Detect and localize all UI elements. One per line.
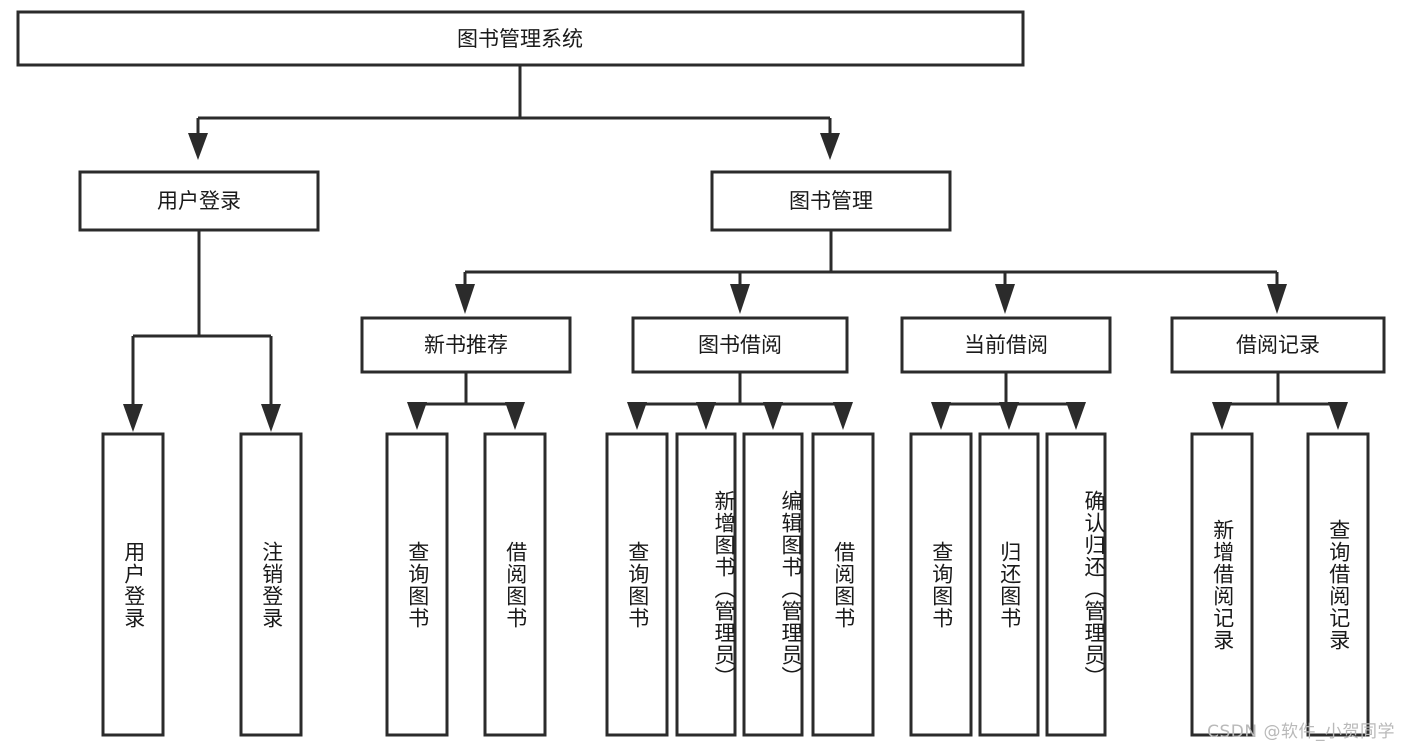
arrow-head-current-borrow: [995, 284, 1015, 314]
arrow-head-to-book-manage: [820, 133, 840, 160]
leaf-query-book-1-box[interactable]: [385, 432, 449, 737]
node-borrow-record-box[interactable]: [1170, 316, 1386, 374]
leaf-confirm-return-box[interactable]: [1045, 432, 1107, 737]
leaf-borrow-book-2-box[interactable]: [811, 432, 875, 737]
leaf-user-login-box[interactable]: [101, 432, 165, 737]
node-new-book-recommend-box[interactable]: [360, 316, 572, 374]
arrow-head-book-borrow: [730, 284, 750, 314]
node-borrow-record[interactable]: 借阅记录: [1170, 316, 1386, 374]
leaf-borrow-book-1-box[interactable]: [483, 432, 547, 737]
node-book-manage-box[interactable]: [710, 170, 952, 232]
leaf-query-record-box[interactable]: [1306, 432, 1370, 737]
leaf-add-record-box[interactable]: [1190, 432, 1254, 737]
node-root-label: 图书管理系统: [457, 27, 583, 51]
node-new-book-recommend-label: 新书推荐: [424, 333, 508, 357]
arrow-head-leaf-query-record: [1328, 402, 1348, 430]
node-current-borrow-box[interactable]: [900, 316, 1112, 374]
arrow-head-leaf-add-book: [696, 402, 716, 430]
node-user-login-label: 用户登录: [157, 189, 241, 213]
arrow-head-leaf-edit-book: [763, 402, 783, 430]
leaf-logout-box[interactable]: [239, 432, 303, 737]
node-book-borrow-box[interactable]: [631, 316, 849, 374]
leaf-edit-book-box[interactable]: [742, 432, 804, 737]
node-book-borrow[interactable]: 图书借阅: [631, 316, 849, 374]
leaf-query-book-2-box[interactable]: [605, 432, 669, 737]
arrow-head-to-user-login: [188, 133, 208, 160]
arrow-head-leaf-query-book-1: [407, 402, 427, 430]
node-borrow-record-label: 借阅记录: [1236, 333, 1320, 357]
node-user-login[interactable]: 用户登录: [78, 170, 320, 232]
leaf-return-book-box[interactable]: [978, 432, 1040, 737]
node-root-box[interactable]: [16, 10, 1025, 67]
csdn-watermark: CSDN @软件_小贺同学: [1207, 722, 1395, 742]
arrow-head-leaf-borrow-book-1: [505, 402, 525, 430]
node-book-manage[interactable]: 图书管理: [710, 170, 952, 232]
node-new-book-recommend[interactable]: 新书推荐: [360, 316, 572, 374]
node-current-borrow-label: 当前借阅: [964, 333, 1048, 357]
node-book-manage-label: 图书管理: [789, 189, 873, 213]
arrow-head-leaf-logout: [261, 404, 281, 432]
node-book-borrow-label: 图书借阅: [698, 333, 782, 357]
arrow-head-new-book-recommend: [455, 284, 475, 314]
arrow-head-leaf-user-login: [123, 404, 143, 432]
arrow-head-leaf-add-record: [1212, 402, 1232, 430]
node-root[interactable]: 图书管理系统: [16, 10, 1025, 67]
arrow-head-borrow-record: [1267, 284, 1287, 314]
leaf-add-book-box[interactable]: [675, 432, 737, 737]
node-current-borrow[interactable]: 当前借阅: [900, 316, 1112, 374]
arrow-head-leaf-confirm-return: [1066, 402, 1086, 430]
arrow-head-leaf-query-book-3: [931, 402, 951, 430]
arrow-head-leaf-borrow-book-2: [833, 402, 853, 430]
arrow-head-leaf-query-book-2: [627, 402, 647, 430]
leaf-query-book-3-box[interactable]: [909, 432, 973, 737]
arrow-head-leaf-return-book: [999, 402, 1019, 430]
